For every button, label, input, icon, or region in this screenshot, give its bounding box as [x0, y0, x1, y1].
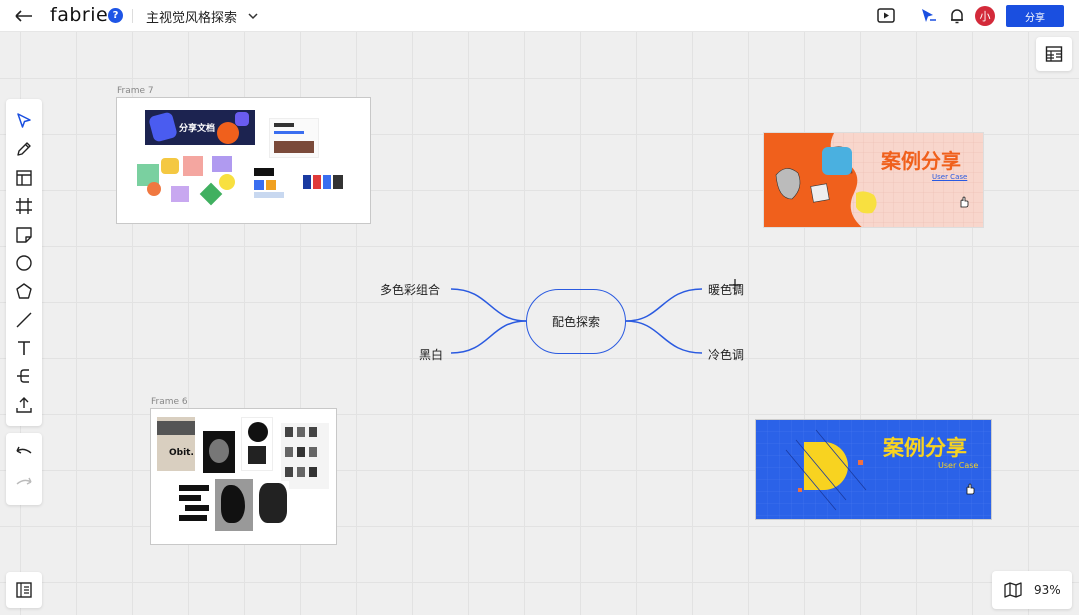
- document-title[interactable]: 主视觉风格探索: [146, 11, 238, 26]
- undo-icon[interactable]: [14, 443, 34, 463]
- select-tool-icon[interactable]: [14, 111, 34, 131]
- thumbnail-doc-2[interactable]: [252, 166, 292, 202]
- text-tool-icon[interactable]: [14, 338, 34, 358]
- frame-7[interactable]: 分享文档: [116, 97, 371, 224]
- sticky-note-icon[interactable]: [14, 225, 34, 245]
- mindmap-node-cool[interactable]: 冷色调: [708, 348, 745, 362]
- left-toolbar: [6, 99, 42, 426]
- template-layout-icon[interactable]: [14, 168, 34, 188]
- circle-tool-icon[interactable]: [14, 253, 34, 273]
- banner-shape-orange: [217, 122, 239, 144]
- frame-tool-icon[interactable]: [14, 196, 34, 216]
- mindmap-center-node[interactable]: 配色探索: [526, 289, 626, 354]
- frame-7-label[interactable]: Frame 7: [117, 86, 154, 96]
- header-divider: [132, 9, 133, 23]
- upload-icon[interactable]: [14, 395, 34, 415]
- poster-dark-2[interactable]: [257, 481, 289, 525]
- warm-card-subtitle: User Case: [932, 173, 968, 181]
- follow-cursor-icon[interactable]: [918, 6, 938, 26]
- thumbnail-doc-3[interactable]: [303, 173, 345, 193]
- poster-white-1[interactable]: [241, 417, 273, 471]
- presentation-play-icon[interactable]: [876, 7, 896, 25]
- layers-panel-button[interactable]: [6, 572, 42, 608]
- user-avatar[interactable]: 小: [975, 6, 995, 26]
- share-button[interactable]: 分享: [1006, 5, 1064, 27]
- cool-card-subtitle: User Case: [938, 461, 979, 470]
- poster-obit-text: Obit.: [169, 448, 194, 458]
- mindmap-tool-icon[interactable]: [14, 366, 34, 386]
- notification-bell-icon[interactable]: [947, 6, 967, 26]
- poster-pattern[interactable]: [177, 481, 211, 527]
- top-bar: fabrie ? 主视觉风格探索 小 分享: [0, 0, 1079, 32]
- hand-cursor-icon: [958, 193, 970, 208]
- line-tool-icon[interactable]: [14, 310, 34, 330]
- redo-icon[interactable]: [14, 474, 34, 494]
- app-logo[interactable]: fabrie: [50, 4, 109, 26]
- table-view-button[interactable]: [1036, 37, 1072, 71]
- warm-card-graphics: [764, 133, 983, 227]
- mindmap-node-black-white[interactable]: 黑白: [419, 348, 444, 362]
- mindmap-node-multicolor[interactable]: 多色彩组合: [380, 283, 441, 297]
- zoom-level[interactable]: 93%: [1034, 583, 1061, 597]
- back-arrow-icon[interactable]: [14, 6, 34, 26]
- help-icon[interactable]: ?: [108, 8, 123, 23]
- poster-grid[interactable]: [281, 423, 329, 489]
- frame-6-label[interactable]: Frame 6: [151, 397, 188, 407]
- pen-tool-icon[interactable]: [14, 139, 34, 159]
- case-card-cool[interactable]: 案例分享 User Case: [755, 419, 992, 520]
- undo-redo-panel: [6, 433, 42, 505]
- banner-shape-purple: [235, 112, 249, 126]
- chevron-down-icon[interactable]: [246, 8, 260, 22]
- hand-cursor-icon: [964, 480, 976, 495]
- table-grid-icon: [1045, 46, 1063, 62]
- warm-card-title: 案例分享: [881, 149, 961, 173]
- poster-dark-1[interactable]: [203, 431, 235, 473]
- thumbnail-doc-1[interactable]: [269, 118, 319, 158]
- share-doc-banner[interactable]: 分享文档: [145, 110, 255, 145]
- poster-obit[interactable]: Obit.: [157, 417, 195, 471]
- minimap-icon[interactable]: [1004, 581, 1022, 599]
- frame-6[interactable]: Obit.: [150, 408, 337, 545]
- poster-blob[interactable]: [215, 479, 253, 531]
- colorful-collage[interactable]: [137, 156, 240, 206]
- zoom-control: 93%: [992, 571, 1072, 609]
- banner-title: 分享文档: [179, 124, 216, 134]
- case-card-warm[interactable]: 案例分享 User Case: [763, 132, 984, 228]
- cool-card-title: 案例分享: [883, 436, 967, 460]
- crosshair-cursor-icon: [729, 276, 741, 291]
- polygon-tool-icon[interactable]: [14, 281, 34, 301]
- cool-card-graphics: [756, 420, 991, 519]
- layers-panel-icon: [16, 582, 32, 598]
